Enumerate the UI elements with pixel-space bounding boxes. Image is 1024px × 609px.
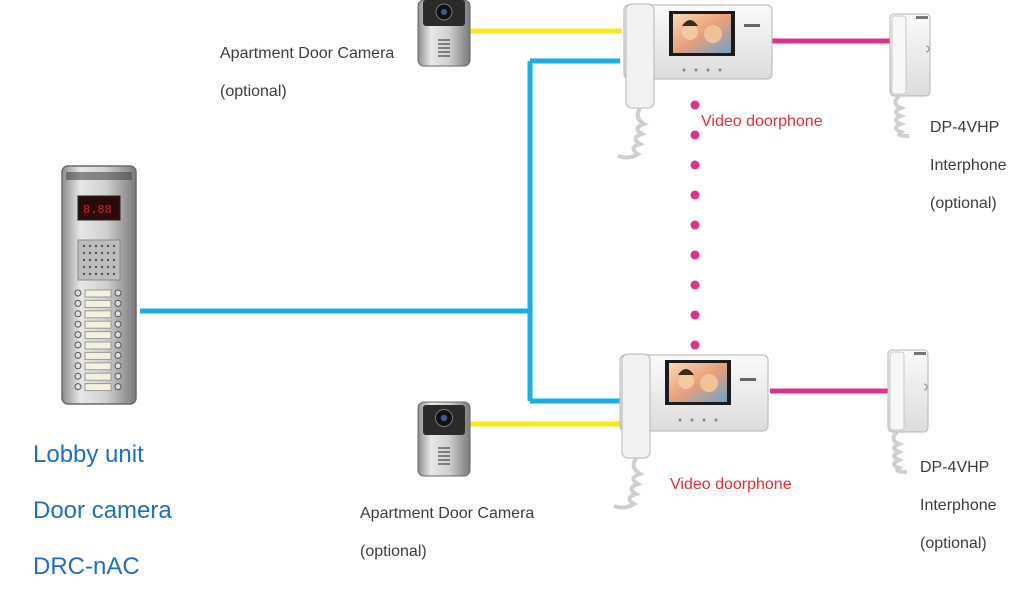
extension-dot: [690, 160, 700, 170]
label-line: Apartment Door Camera: [220, 45, 395, 62]
lobby-unit-label: Lobby unit Door camera DRC-nAC: [33, 413, 172, 609]
video-doorphone-top: [617, 3, 773, 160]
wires: [140, 28, 892, 427]
label-line: Door camera: [33, 497, 172, 524]
call-button-row: [74, 310, 122, 319]
apartment-camera-label-top: Apartment Door Camera (optional): [220, 25, 394, 120]
label-line: (optional): [920, 535, 987, 552]
apartment-door-camera-top: [417, 0, 471, 67]
extension-dot: [690, 250, 700, 260]
extension-dots: [690, 100, 700, 350]
extension-dot: [690, 280, 700, 290]
call-button-row: [74, 299, 122, 308]
video-doorphone-bottom: [613, 353, 769, 510]
label-line: Lobby unit: [33, 441, 144, 468]
call-button-row: [74, 331, 122, 340]
call-button-row: [74, 351, 122, 360]
label-line: DP-4VHP: [930, 119, 1000, 136]
call-button-row: [74, 289, 122, 298]
extension-dot: [690, 220, 700, 230]
interphone-bottom: [887, 349, 929, 474]
interphone-label-top: DP-4VHP Interphone (optional): [930, 99, 1007, 232]
label-line: Interphone: [920, 497, 997, 514]
extension-dot: [690, 190, 700, 200]
extension-dot: [690, 100, 700, 110]
lobby-unit-device: 8.88: [61, 165, 137, 405]
apartment-door-camera-bottom: [417, 401, 471, 477]
label-line: (optional): [930, 195, 997, 212]
label-line: Interphone: [930, 157, 1007, 174]
label-line: Video doorphone: [670, 476, 792, 493]
call-button-rows: [74, 289, 122, 392]
label-line: (optional): [360, 543, 427, 560]
call-button-row: [74, 362, 122, 371]
extension-dot: [690, 340, 700, 350]
video-doorphone-label-bottom: Video doorphone: [670, 456, 792, 513]
extension-dot: [690, 130, 700, 140]
call-button-row: [74, 320, 122, 329]
label-line: Apartment Door Camera: [360, 505, 535, 522]
call-button-row: [74, 383, 122, 392]
call-button-row: [74, 372, 122, 381]
label-line: DRC-nAC: [33, 553, 140, 580]
apartment-camera-label-bottom: Apartment Door Camera (optional): [360, 485, 534, 580]
call-button-row: [74, 341, 122, 350]
interphone-label-bottom: DP-4VHP Interphone (optional): [920, 439, 997, 572]
label-line: Video doorphone: [701, 113, 823, 130]
label-line: DP-4VHP: [920, 459, 990, 476]
extension-dot: [690, 310, 700, 320]
label-line: (optional): [220, 83, 287, 100]
video-doorphone-label-top: Video doorphone: [701, 93, 823, 150]
svg-text:8.88: 8.88: [83, 203, 112, 217]
interphone-top: [889, 13, 931, 138]
